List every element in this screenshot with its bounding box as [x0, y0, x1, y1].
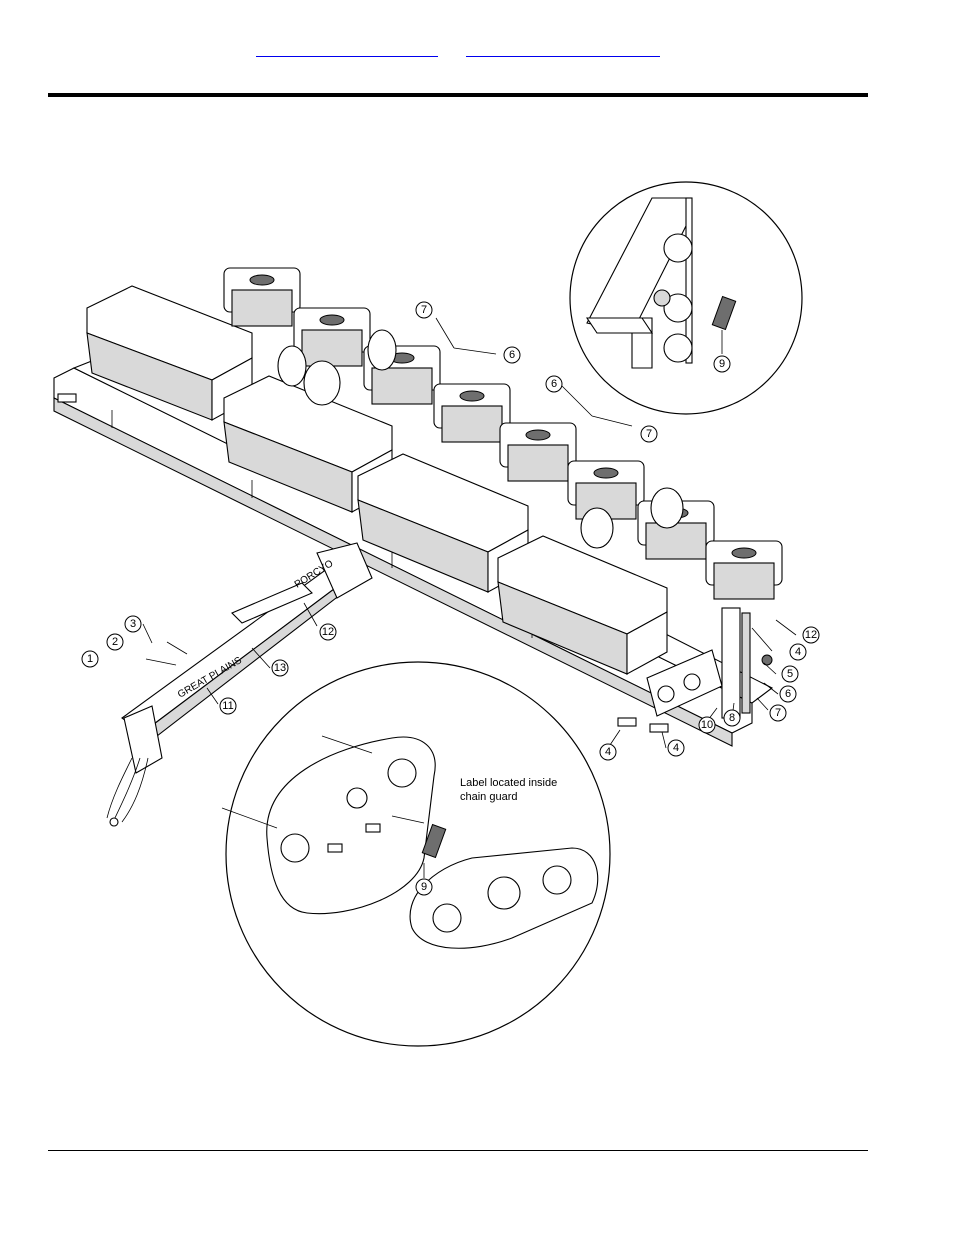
callout-3: 3: [124, 615, 142, 633]
svg-text:6: 6: [785, 688, 791, 700]
drive-chain-guard: [646, 607, 773, 719]
callout-12: 12: [802, 626, 820, 644]
svg-text:7: 7: [646, 428, 652, 440]
callout-1: 1: [81, 650, 99, 668]
svg-text:10: 10: [701, 719, 713, 731]
callout-8: 8: [723, 709, 741, 727]
seed-hopper: [86, 285, 253, 421]
header-rule: [48, 93, 868, 97]
seed-hopper: [357, 453, 529, 593]
callout-13: 13: [271, 659, 289, 677]
detail-drive-sprockets: [569, 181, 803, 415]
svg-text:12: 12: [322, 626, 334, 638]
parts-diagram: GREAT PLAINS PORCYO: [52, 158, 832, 1058]
chain-guard-label: [711, 295, 737, 331]
callout-6: 6: [503, 346, 521, 364]
row-unit-hopper: [223, 267, 301, 327]
callout-6: 6: [545, 375, 563, 393]
row-unit-hopper: [433, 383, 511, 443]
callout-7: 7: [415, 301, 433, 319]
parts-diagram-svg: GREAT PLAINS PORCYO: [53, 181, 820, 1047]
callout-7: 7: [640, 425, 658, 443]
svg-text:2: 2: [112, 636, 118, 648]
svg-text:13: 13: [274, 662, 286, 674]
callouts: 1 2 3 4 4 4 5 6 6 6 7 7 7 8 9 9 10 11 12…: [81, 301, 820, 896]
decal-rear-b: [649, 723, 669, 733]
note-label-line2: chain guard: [460, 791, 518, 803]
callout-6: 6: [779, 685, 797, 703]
svg-text:6: 6: [509, 349, 515, 361]
svg-text:7: 7: [775, 707, 781, 719]
seed-hoppers: [86, 285, 668, 675]
svg-text:7: 7: [421, 304, 427, 316]
callout-9: 9: [713, 355, 731, 373]
callout-4: 4: [789, 643, 807, 661]
callout-leaders: [142, 317, 797, 749]
hitch-tongue: GREAT PLAINS PORCYO: [106, 542, 373, 827]
header-link-right[interactable]: [466, 40, 660, 57]
callout-10: 10: [698, 716, 716, 734]
header-link-left[interactable]: [256, 40, 438, 57]
svg-text:12: 12: [805, 629, 817, 641]
decal-rear-a: [617, 717, 637, 727]
row-unit-hopper: [567, 460, 645, 520]
callout-11: 11: [219, 697, 237, 715]
row-unit-hopper: [705, 540, 783, 600]
svg-text:5: 5: [787, 668, 793, 680]
callout-5: 5: [781, 665, 799, 683]
callout-4: 4: [667, 739, 685, 757]
svg-text:3: 3: [130, 618, 136, 630]
decal-left-end: [57, 393, 77, 403]
svg-text:11: 11: [222, 700, 233, 712]
svg-text:9: 9: [421, 881, 427, 893]
callout-9: 9: [415, 878, 433, 896]
footer-rule: [48, 1150, 868, 1151]
svg-text:1: 1: [87, 653, 93, 665]
callout-2: 2: [106, 633, 124, 651]
svg-text:9: 9: [719, 358, 725, 370]
detail-chain-guard: Label located inside chain guard: [221, 661, 611, 1047]
note-label-line1: Label located inside: [460, 777, 557, 789]
callout-4: 4: [599, 743, 617, 761]
callout-7: 7: [769, 704, 787, 722]
row-unit-hopper: [499, 422, 577, 482]
svg-text:6: 6: [551, 378, 557, 390]
svg-text:4: 4: [605, 746, 611, 758]
chain-guard-label: [421, 823, 447, 859]
row-unit-hopper: [293, 307, 371, 367]
seed-hopper: [497, 535, 668, 675]
callout-12: 12: [319, 623, 337, 641]
gauge-wheels: [277, 329, 684, 549]
svg-text:4: 4: [795, 646, 801, 658]
svg-text:8: 8: [729, 712, 735, 724]
svg-text:4: 4: [673, 742, 679, 754]
